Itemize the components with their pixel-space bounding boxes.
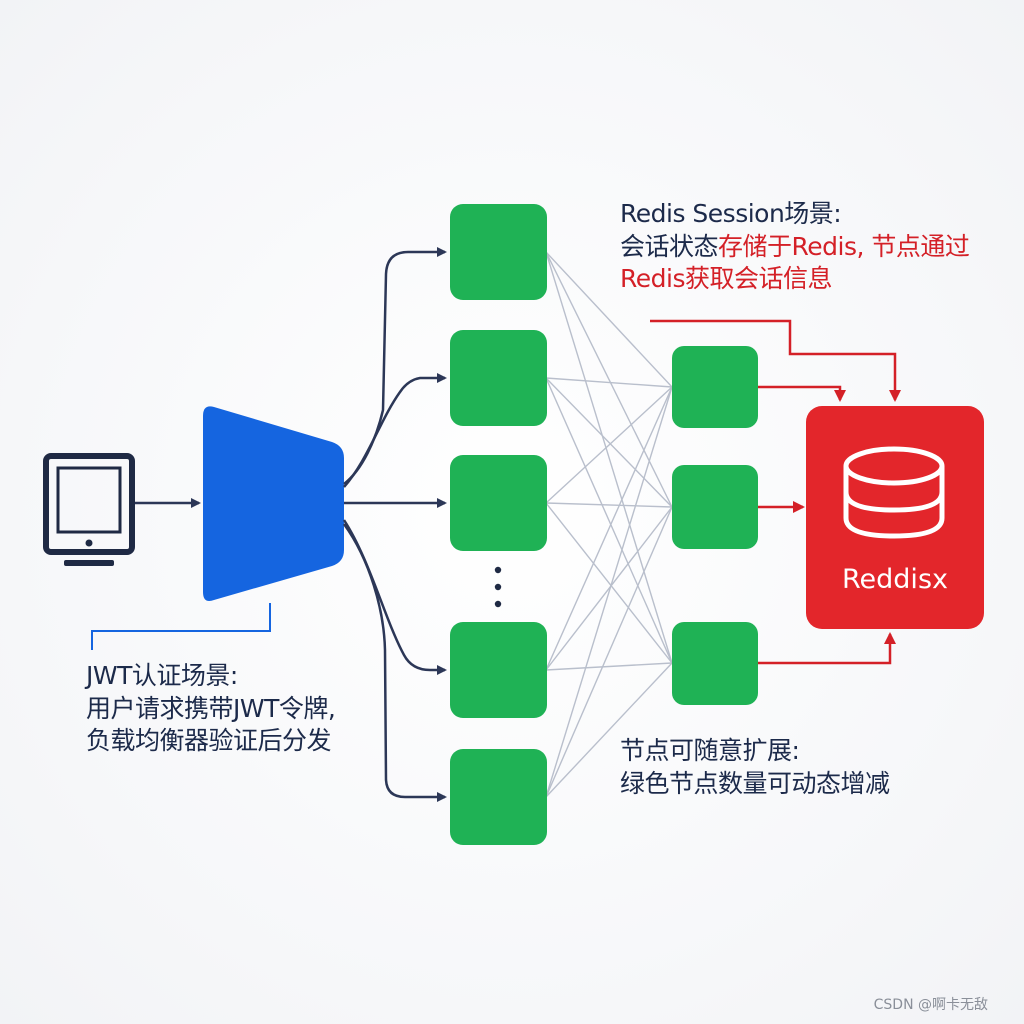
lb-fanout-arrows (342, 247, 447, 802)
database-icon (843, 446, 945, 539)
app-node (450, 330, 547, 426)
client-monitor-icon (43, 453, 135, 566)
scaling-note-line1: 绿色节点数量可动态增减 (620, 768, 890, 798)
load-balancer-shape (203, 406, 344, 601)
app-node (450, 455, 547, 551)
jwt-note-line1: 用户请求携带JWT令牌, (86, 693, 336, 723)
jwt-scenario-note: JWT认证场景: 用户请求携带JWT令牌, 负载均衡器验证后分发 (86, 660, 336, 758)
jwt-note-title: JWT认证场景: (86, 661, 238, 690)
app-node (450, 204, 547, 300)
watermark: CSDN @啊卡无敌 (873, 997, 988, 1013)
redis-store-box (806, 406, 984, 629)
scaling-note-title: 节点可随意扩展: (620, 736, 800, 765)
more-nodes-ellipsis-icon (494, 566, 502, 608)
app-node (672, 346, 758, 428)
session-note-title: Redis Session场景: (620, 199, 842, 228)
app-node (672, 465, 758, 549)
app-node (672, 622, 758, 705)
session-note-line1-red: 存储于Redis, 节点通过 (718, 231, 970, 261)
nodes-to-redis-arrows (758, 385, 896, 665)
app-node-column-left (450, 204, 547, 845)
session-note-line2: Redis获取会话信息 (620, 264, 832, 293)
session-callout-arrow (650, 319, 901, 402)
app-node (450, 622, 547, 718)
node-mesh-lines (545, 251, 673, 798)
jwt-callout-line (91, 603, 271, 650)
jwt-note-line2: 负载均衡器验证后分发 (86, 726, 332, 755)
session-note-line1-dark: 会话状态 (620, 231, 719, 261)
scaling-note: 节点可随意扩展: 绿色节点数量可动态增减 (620, 735, 890, 800)
redis-store-label: Reddisx (842, 564, 948, 595)
session-scenario-note: Redis Session场景: 会话状态存储于Redis, 节点通过 Redi… (620, 198, 970, 296)
app-node (450, 749, 547, 845)
app-node-column-right (672, 346, 758, 705)
